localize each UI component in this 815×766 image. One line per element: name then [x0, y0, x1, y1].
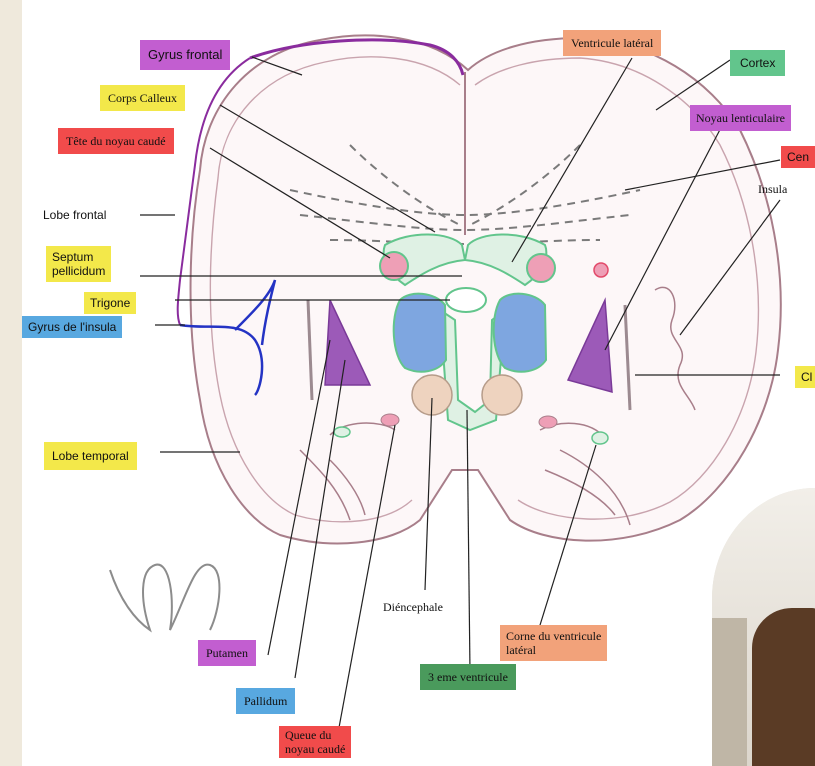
label-cortex: Cortex	[730, 50, 785, 76]
label-septum-pellicidum: Septum pellicidum	[46, 246, 111, 282]
caudate-head-right	[527, 254, 555, 282]
label-corne-ventricule-lateral: Corne du ventricule latéral	[500, 625, 607, 661]
label-pallidum: Pallidum	[236, 688, 295, 714]
label-gyrus-insula: Gyrus de l'insula	[22, 316, 122, 338]
label-noyau-lenticulaire: Noyau lenticulaire	[690, 105, 791, 131]
label-corps-calleux: Corps Calleux	[100, 85, 185, 111]
label-ventricule-lateral: Ventricule latéral	[563, 30, 661, 56]
webcam-shadow	[712, 618, 747, 766]
label-diencephale: Diéncephale	[383, 600, 443, 614]
label-claustrum: Cl	[795, 366, 815, 388]
thalamus-right	[494, 294, 546, 372]
temporal-horn-marker-right	[592, 432, 608, 444]
temporal-horn-marker-left	[334, 427, 350, 437]
label-insula: Insula	[758, 182, 787, 196]
caudate-tail-left	[381, 414, 399, 426]
label-putamen: Putamen	[198, 640, 256, 666]
webcam-person	[752, 608, 815, 766]
caudate-tail-right	[539, 416, 557, 428]
label-lobe-temporal: Lobe temporal	[44, 442, 137, 470]
webcam-overlay	[712, 488, 815, 766]
signature-scribble	[110, 565, 219, 630]
label-tete-noyau-caude: Tête du noyau caudé	[58, 128, 174, 154]
diencephale-right	[482, 375, 522, 415]
label-queue-noyau-caude: Queue du noyau caudé	[279, 726, 351, 758]
label-gyrus-frontal: Gyrus frontal	[140, 40, 230, 70]
thalamus-left	[394, 294, 446, 372]
label-troisieme-ventricule: 3 eme ventricule	[420, 664, 516, 690]
label-trigone: Trigone	[84, 292, 136, 314]
label-centre-semi-ovale: Cen	[781, 146, 815, 168]
label-lobe-frontal: Lobe frontal	[43, 208, 106, 222]
small-red-dot	[594, 263, 608, 277]
trigone-shape	[446, 288, 486, 312]
